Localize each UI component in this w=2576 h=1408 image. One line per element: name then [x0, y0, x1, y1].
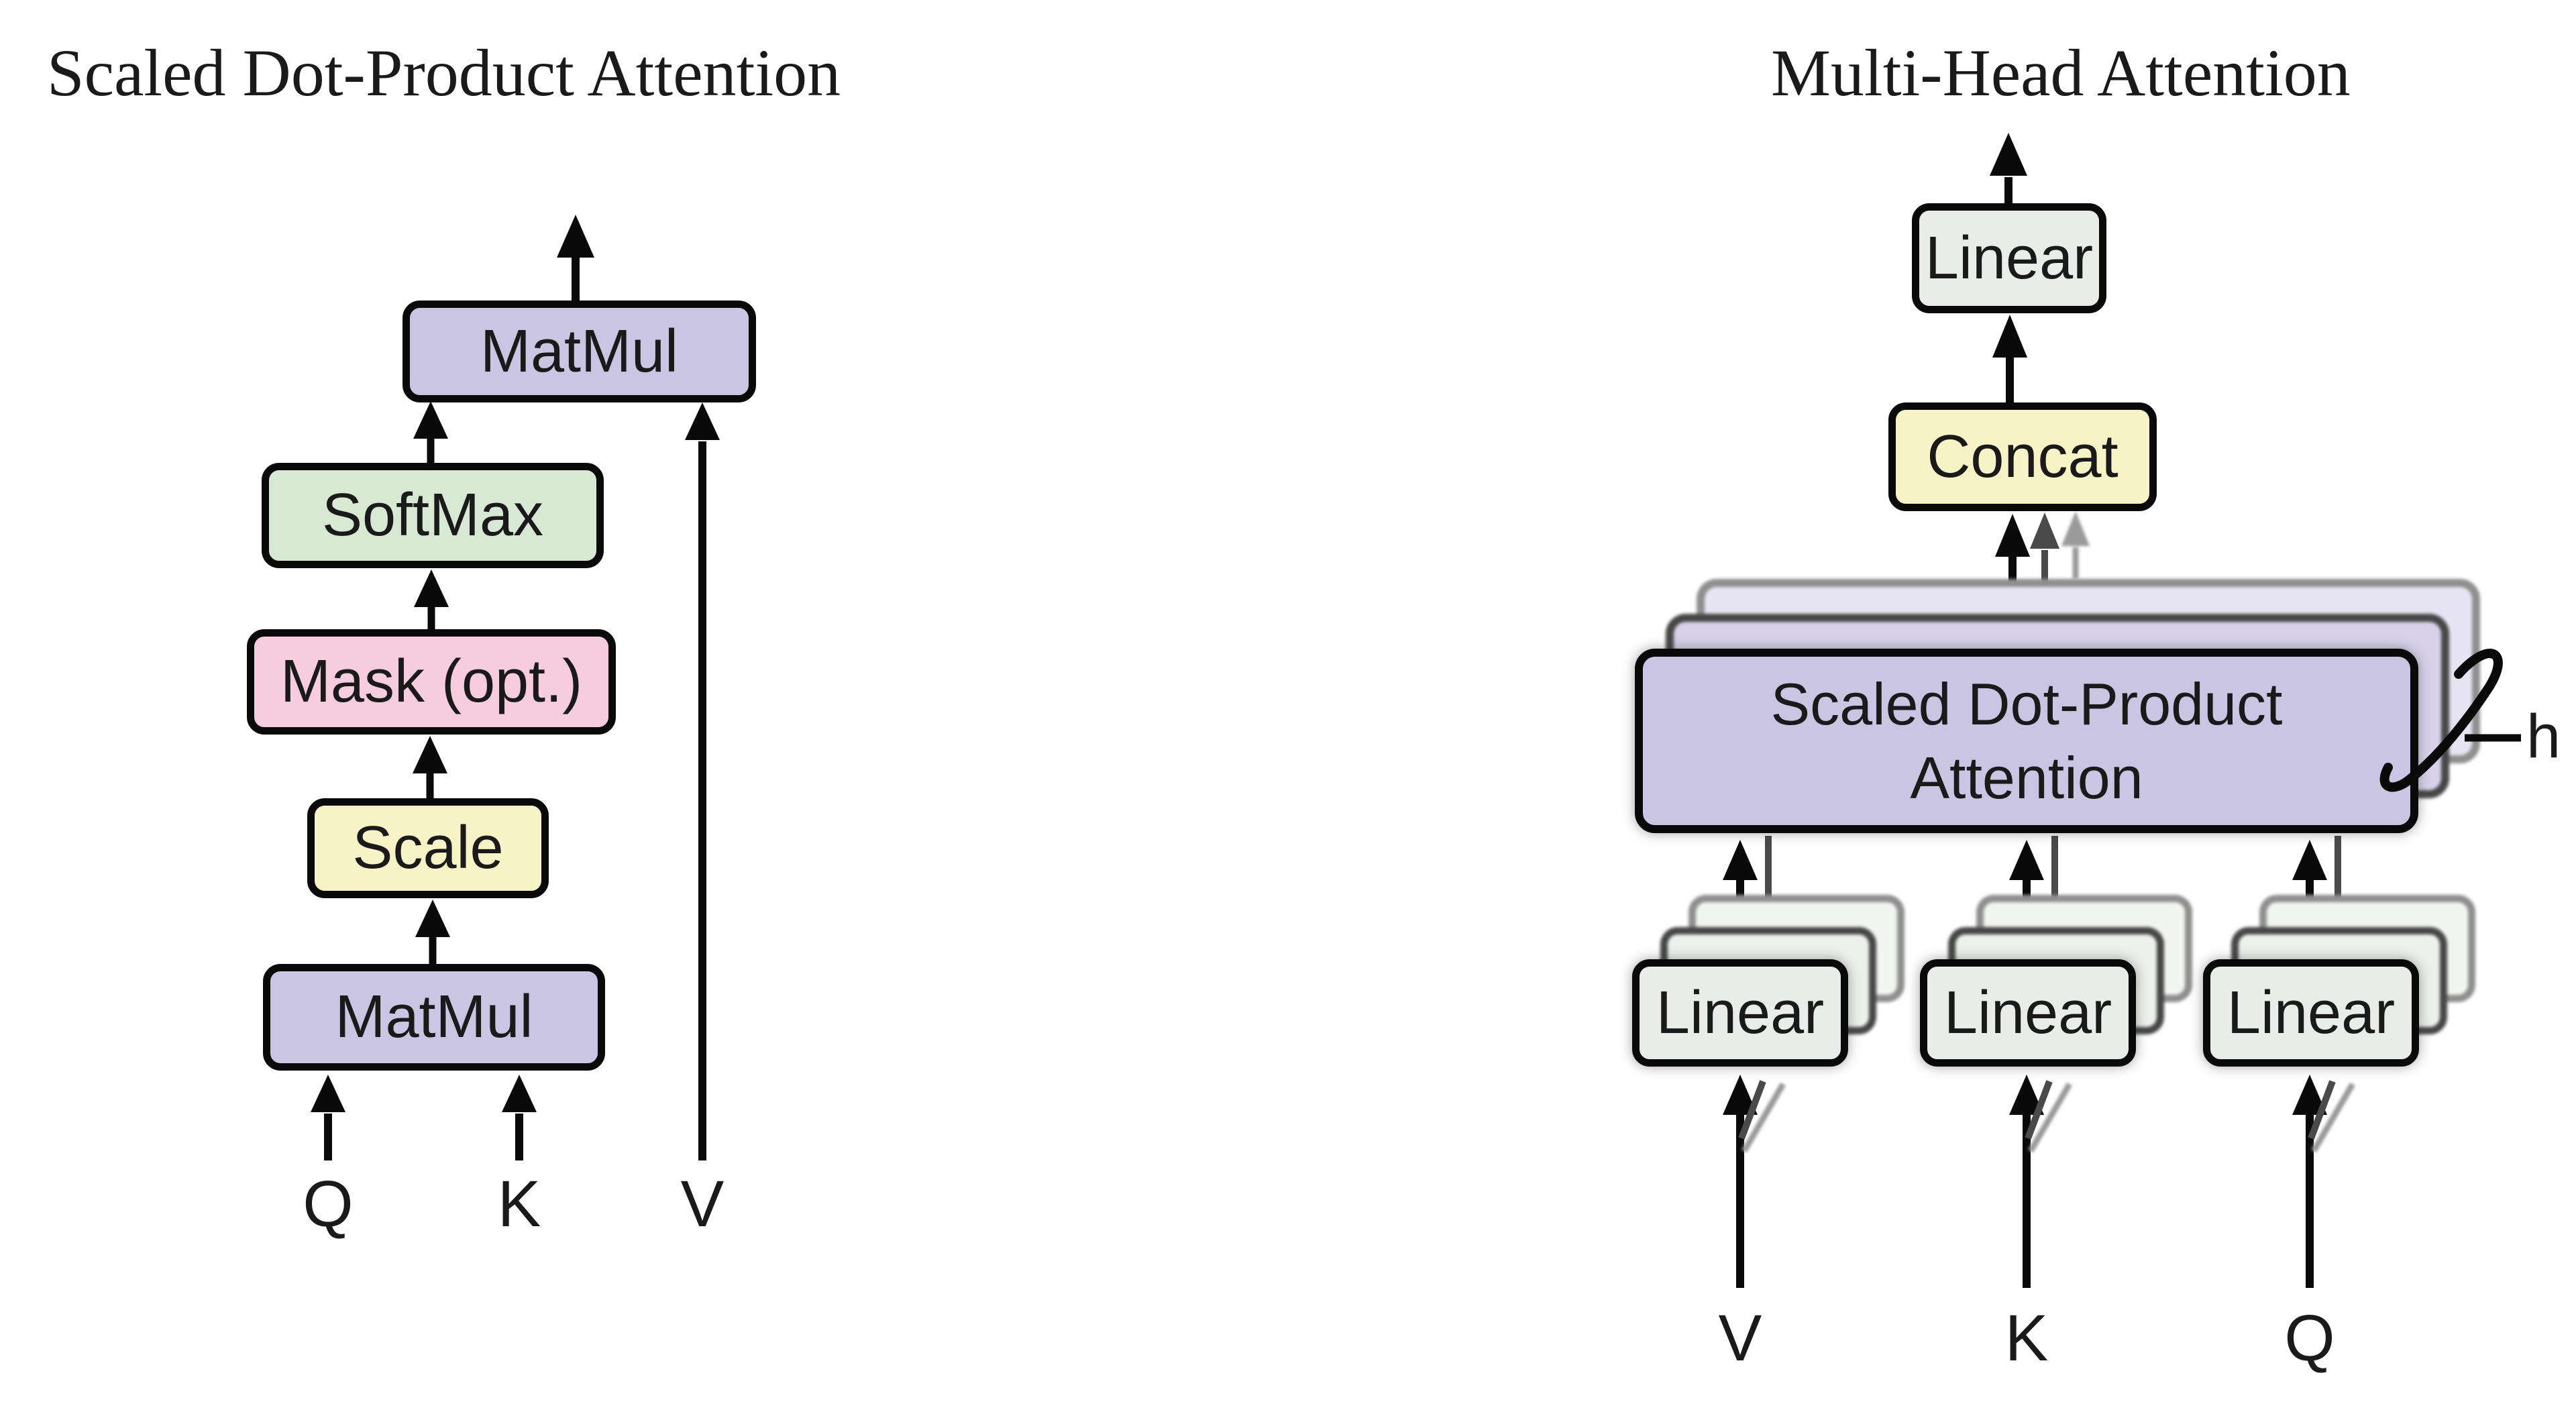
linear-v-box: Linear: [1632, 959, 1848, 1067]
k-input-label-right: K: [2004, 1301, 2049, 1374]
head-count-label: h: [2526, 702, 2561, 771]
matmul-bottom-box: MatMul: [263, 964, 605, 1071]
q-input-label-right: Q: [2284, 1301, 2335, 1374]
left-diagram-title: Scaled Dot-Product Attention: [47, 36, 841, 110]
softmax-box: SoftMax: [262, 463, 604, 568]
k-input-arrow: [502, 1075, 537, 1160]
attention-to-concat-arrow-ghost-back: [2061, 511, 2090, 579]
mha-output-arrow: [1990, 133, 2027, 203]
k-input-arrow-right: [2009, 1075, 2072, 1288]
mask-box: Mask (opt.): [247, 629, 616, 735]
linear-q-box: Linear: [2203, 959, 2419, 1067]
q-input-arrow-right: [2292, 1075, 2355, 1288]
attention-box-label-line2: Attention: [1910, 744, 2143, 811]
linear-output-box: Linear: [1912, 203, 2106, 313]
q-input-label: Q: [303, 1167, 354, 1240]
concat-box: Concat: [1888, 402, 2157, 511]
right-diagram-title: Multi-Head Attention: [1771, 36, 2351, 110]
v-input-arrow-right: [1723, 1075, 1786, 1288]
scale-box: Scale: [307, 798, 549, 898]
v-input-label-right: V: [1718, 1301, 1762, 1374]
q-input-arrow: [311, 1075, 345, 1160]
linear-k-box: Linear: [1920, 959, 2136, 1067]
scale-to-mask-arrow: [413, 736, 447, 798]
attention-box: Scaled Dot-Product Attention: [1635, 649, 2418, 833]
v-input-arrow: [685, 402, 720, 1160]
matmul-top-box: MatMul: [402, 301, 756, 402]
k-input-label: K: [497, 1167, 541, 1240]
softmax-to-matmul-arrow: [413, 401, 448, 463]
attention-box-label-line1: Scaled Dot-Product: [1770, 670, 2283, 737]
mask-to-softmax-arrow: [414, 570, 449, 629]
matmul-to-scale-arrow: [415, 900, 450, 964]
v-input-label: V: [680, 1167, 724, 1240]
concat-to-linear-arrow: [1992, 315, 2027, 402]
head-count-squiggle: [2379, 649, 2503, 792]
sdpa-output-arrow: [557, 215, 594, 301]
